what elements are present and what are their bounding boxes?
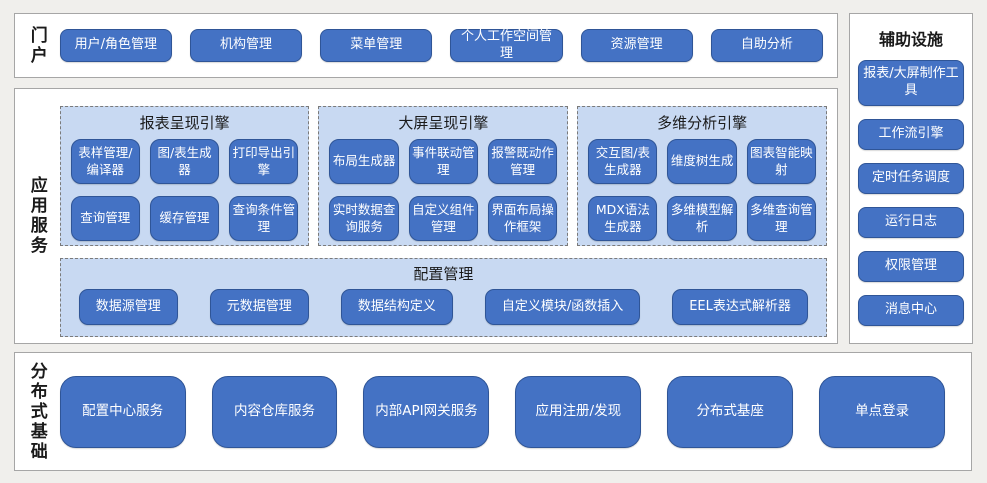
node-template-compiler[interactable]: 表样管理/编译器 (70, 139, 140, 184)
node-data-structure-definition[interactable]: 数据结构定义 (340, 289, 453, 325)
config-button-row: 数据源管理 元数据管理 数据结构定义 自定义模块/函数插入 EEL表达式解析器 (61, 286, 826, 336)
node-permission-management[interactable]: 权限管理 (858, 251, 964, 282)
node-single-sign-on[interactable]: 单点登录 (819, 375, 946, 448)
node-multidim-query-management[interactable]: 多维查询管理 (746, 196, 816, 241)
app-services-section-label: 应用服务 (26, 176, 47, 256)
node-chart-smart-mapping[interactable]: 图表智能映射 (746, 139, 816, 184)
engine-row: 报表呈现引擎 表样管理/编译器 图/表生成器 打印导出引擎 查询管理 缓存管理 … (59, 106, 827, 246)
node-query-management[interactable]: 查询管理 (70, 196, 140, 241)
node-event-linkage-management[interactable]: 事件联动管理 (408, 139, 478, 184)
node-chart-table-generator[interactable]: 图/表生成器 (149, 139, 220, 184)
app-services-body: 报表呈现引擎 表样管理/编译器 图/表生成器 打印导出引擎 查询管理 缓存管理 … (59, 89, 827, 343)
node-dimension-tree-generation[interactable]: 维度树生成 (667, 139, 737, 184)
portal-section: 门户 用户/角色管理 机构管理 菜单管理 个人工作空间管理 资源管理 自助分析 (14, 13, 838, 78)
auxiliary-section-title: 辅助设施 (878, 30, 943, 49)
auxiliary-button-column: 报表/大屏制作工具 工作流引擎 定时任务调度 运行日志 权限管理 消息中心 (858, 60, 964, 326)
node-alarm-action-management[interactable]: 报警既动作管理 (487, 139, 558, 184)
report-engine-grid: 表样管理/编译器 图/表生成器 打印导出引擎 查询管理 缓存管理 查询条件管理 (61, 137, 309, 251)
node-multidim-model-parsing[interactable]: 多维模型解析 (667, 196, 737, 241)
portal-button-row: 用户/角色管理 机构管理 菜单管理 个人工作空间管理 资源管理 自助分析 (59, 29, 823, 62)
report-engine-group: 报表呈现引擎 表样管理/编译器 图/表生成器 打印导出引擎 查询管理 缓存管理 … (59, 106, 310, 246)
bigscreen-engine-title: 大屏呈现引擎 (398, 114, 489, 132)
node-mdx-syntax-generator[interactable]: MDX语法生成器 (588, 196, 658, 241)
node-app-registration-discovery[interactable]: 应用注册/发现 (515, 375, 642, 448)
node-layout-generator[interactable]: 布局生成器 (329, 139, 399, 184)
node-custom-module-function-insert[interactable]: 自定义模块/函数插入 (484, 289, 641, 325)
distributed-base-section: 分布式基础 配置中心服务 内容仓库服务 内部API网关服务 应用注册/发现 分布… (14, 352, 972, 471)
node-personal-workspace-management[interactable]: 个人工作空间管理 (450, 29, 563, 62)
node-config-center-service[interactable]: 配置中心服务 (59, 375, 186, 448)
olap-engine-grid: 交互图/表生成器 维度树生成 图表智能映射 MDX语法生成器 多维模型解析 多维… (578, 137, 826, 251)
olap-engine-group: 多维分析引擎 交互图/表生成器 维度树生成 图表智能映射 MDX语法生成器 多维… (577, 106, 827, 246)
portal-section-label: 门户 (26, 25, 47, 66)
node-workflow-engine[interactable]: 工作流引擎 (858, 119, 964, 150)
node-org-management[interactable]: 机构管理 (189, 29, 303, 62)
bigscreen-engine-group: 大屏呈现引擎 布局生成器 事件联动管理 报警既动作管理 实时数据查询服务 自定义… (318, 106, 569, 246)
node-distributed-foundation[interactable]: 分布式基座 (667, 375, 794, 448)
node-query-condition-management[interactable]: 查询条件管理 (229, 196, 299, 241)
node-scheduled-task[interactable]: 定时任务调度 (858, 163, 964, 194)
node-metadata-management[interactable]: 元数据管理 (209, 289, 309, 325)
olap-engine-title: 多维分析引擎 (657, 114, 748, 132)
config-management-title: 配置管理 (413, 265, 474, 283)
bigscreen-engine-grid: 布局生成器 事件联动管理 报警既动作管理 实时数据查询服务 自定义组件管理 界面… (319, 137, 567, 251)
node-content-repo-service[interactable]: 内容仓库服务 (211, 375, 338, 448)
node-ui-layout-framework[interactable]: 界面布局操作框架 (487, 196, 558, 241)
node-run-log[interactable]: 运行日志 (858, 207, 964, 238)
distributed-base-section-label: 分布式基础 (26, 361, 47, 462)
auxiliary-section: 辅助设施 报表/大屏制作工具 工作流引擎 定时任务调度 运行日志 权限管理 消息… (849, 13, 973, 344)
node-custom-component-management[interactable]: 自定义组件管理 (408, 196, 478, 241)
node-interactive-chart-generator[interactable]: 交互图/表生成器 (588, 139, 658, 184)
app-services-section: 应用服务 报表呈现引擎 表样管理/编译器 图/表生成器 打印导出引擎 查询管理 … (14, 88, 838, 344)
node-realtime-data-query[interactable]: 实时数据查询服务 (329, 196, 399, 241)
node-cache-management[interactable]: 缓存管理 (149, 196, 220, 241)
node-resource-management[interactable]: 资源管理 (580, 29, 693, 62)
node-print-export-engine[interactable]: 打印导出引擎 (229, 139, 299, 184)
distributed-button-row: 配置中心服务 内容仓库服务 内部API网关服务 应用注册/发现 分布式基座 单点… (59, 375, 946, 448)
node-self-service-analysis[interactable]: 自助分析 (710, 29, 823, 62)
node-datasource-management[interactable]: 数据源管理 (78, 289, 178, 325)
report-engine-title: 报表呈现引擎 (139, 114, 230, 132)
config-management-group: 配置管理 数据源管理 元数据管理 数据结构定义 自定义模块/函数插入 EEL表达… (59, 258, 827, 337)
node-eel-expression-parser[interactable]: EEL表达式解析器 (672, 289, 808, 325)
node-user-role-management[interactable]: 用户/角色管理 (59, 29, 172, 62)
node-internal-api-gateway-service[interactable]: 内部API网关服务 (363, 375, 490, 448)
node-report-bigscreen-tool[interactable]: 报表/大屏制作工具 (858, 60, 964, 106)
node-message-center[interactable]: 消息中心 (858, 295, 964, 326)
node-menu-management[interactable]: 菜单管理 (320, 29, 433, 62)
